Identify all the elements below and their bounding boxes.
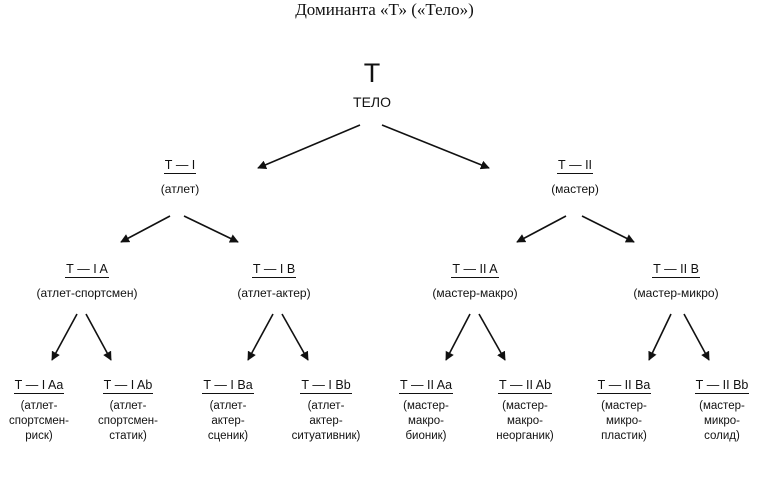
arrow-t2b-to-t2ba: [648, 313, 672, 361]
node-t2a: Т — II A (мастер-макро): [415, 262, 535, 300]
node-code: Т — II A: [451, 262, 499, 278]
arrow-t2-to-t2b: [581, 215, 635, 243]
node-code: Т — I B: [251, 262, 297, 278]
leaf-code: Т — I Aa: [13, 378, 65, 394]
arrow-t2b-to-t2bb: [683, 313, 710, 361]
arrow-t1a-to-t1aa: [51, 313, 78, 361]
node-t1a: Т — I A (атлет-спортсмен): [12, 262, 162, 300]
leaf-t1aa: Т — I Aa (атлет- спортсмен- риск): [0, 378, 84, 444]
leaf-code: Т — I Bb: [300, 378, 352, 394]
node-t1b: Т — I B (атлет-актер): [214, 262, 334, 300]
leaf-code: Т — I Ab: [102, 378, 154, 394]
leaf-t2bb: Т — II Bb (мастер- микро- солид): [677, 378, 767, 444]
arrow-t2a-to-t2ab: [478, 313, 506, 361]
node-desc: (атлет-актер): [237, 286, 311, 300]
arrow-t1-to-t1a: [120, 215, 171, 243]
arrow-t1a-to-t1ab: [85, 313, 112, 361]
leaf-desc: (мастер- микро- пластик): [601, 400, 647, 442]
node-t1: Т — I (атлет): [120, 158, 240, 196]
leaf-desc: (мастер- макро- неорганик): [496, 400, 554, 442]
arrow-root-to-t2: [381, 124, 490, 170]
leaf-t2ab: Т — II Ab (мастер- макро- неорганик): [475, 378, 575, 444]
leaf-desc: (атлет- актер- ситуативник): [291, 400, 361, 442]
node-t2b: Т — II B (мастер-микро): [611, 262, 741, 300]
node-desc: (мастер-макро): [432, 286, 518, 300]
diagram-title: Доминанта «Т» («Тело»): [295, 0, 474, 19]
leaf-code: Т — I Ba: [202, 378, 254, 394]
node-code: Т — II B: [652, 262, 700, 278]
arrow-t1b-to-t1ba: [247, 313, 274, 361]
node-desc: (мастер): [551, 182, 599, 196]
leaf-code: Т — II Aa: [398, 378, 454, 394]
arrow-t1-to-t1b: [183, 215, 239, 243]
arrow-t2a-to-t2aa: [445, 313, 471, 361]
leaf-code: Т — II Ba: [596, 378, 652, 394]
node-code: Т — I: [163, 158, 197, 174]
node-code: Т — I A: [65, 262, 109, 278]
leaf-t1ab: Т — I Ab (атлет- спортсмен- статик): [83, 378, 173, 444]
node-desc: (мастер-микро): [633, 286, 719, 300]
root-node-letter: Т: [363, 58, 381, 88]
leaf-t2aa: Т — II Aa (мастер- макро- бионик): [381, 378, 471, 444]
node-desc: (атлет-спортсмен): [36, 286, 138, 300]
arrow-t2-to-t2a: [516, 215, 567, 243]
node-t2: Т — II (мастер): [515, 158, 635, 196]
leaf-t1bb: Т — I Bb (атлет- актер- ситуативник): [276, 378, 376, 444]
root-node-label: ТЕЛО: [353, 94, 391, 110]
leaf-desc: (атлет- спортсмен- статик): [98, 400, 158, 442]
leaf-desc: (атлет- спортсмен- риск): [9, 400, 69, 442]
leaf-desc: (атлет- актер- сценик): [207, 400, 249, 442]
arrow-root-to-t1: [257, 124, 361, 170]
leaf-t2ba: Т — II Ba (мастер- микро- пластик): [579, 378, 669, 444]
arrow-t1b-to-t1bb: [281, 313, 309, 361]
leaf-code: Т — II Ab: [497, 378, 553, 394]
leaf-code: Т — II Bb: [694, 378, 750, 394]
leaf-t1ba: Т — I Ba (атлет- актер- сценик): [183, 378, 273, 444]
node-desc: (атлет): [160, 182, 200, 196]
leaf-desc: (мастер- микро- солид): [699, 400, 745, 442]
node-code: Т — II: [556, 158, 594, 174]
leaf-desc: (мастер- макро- бионик): [403, 400, 449, 442]
